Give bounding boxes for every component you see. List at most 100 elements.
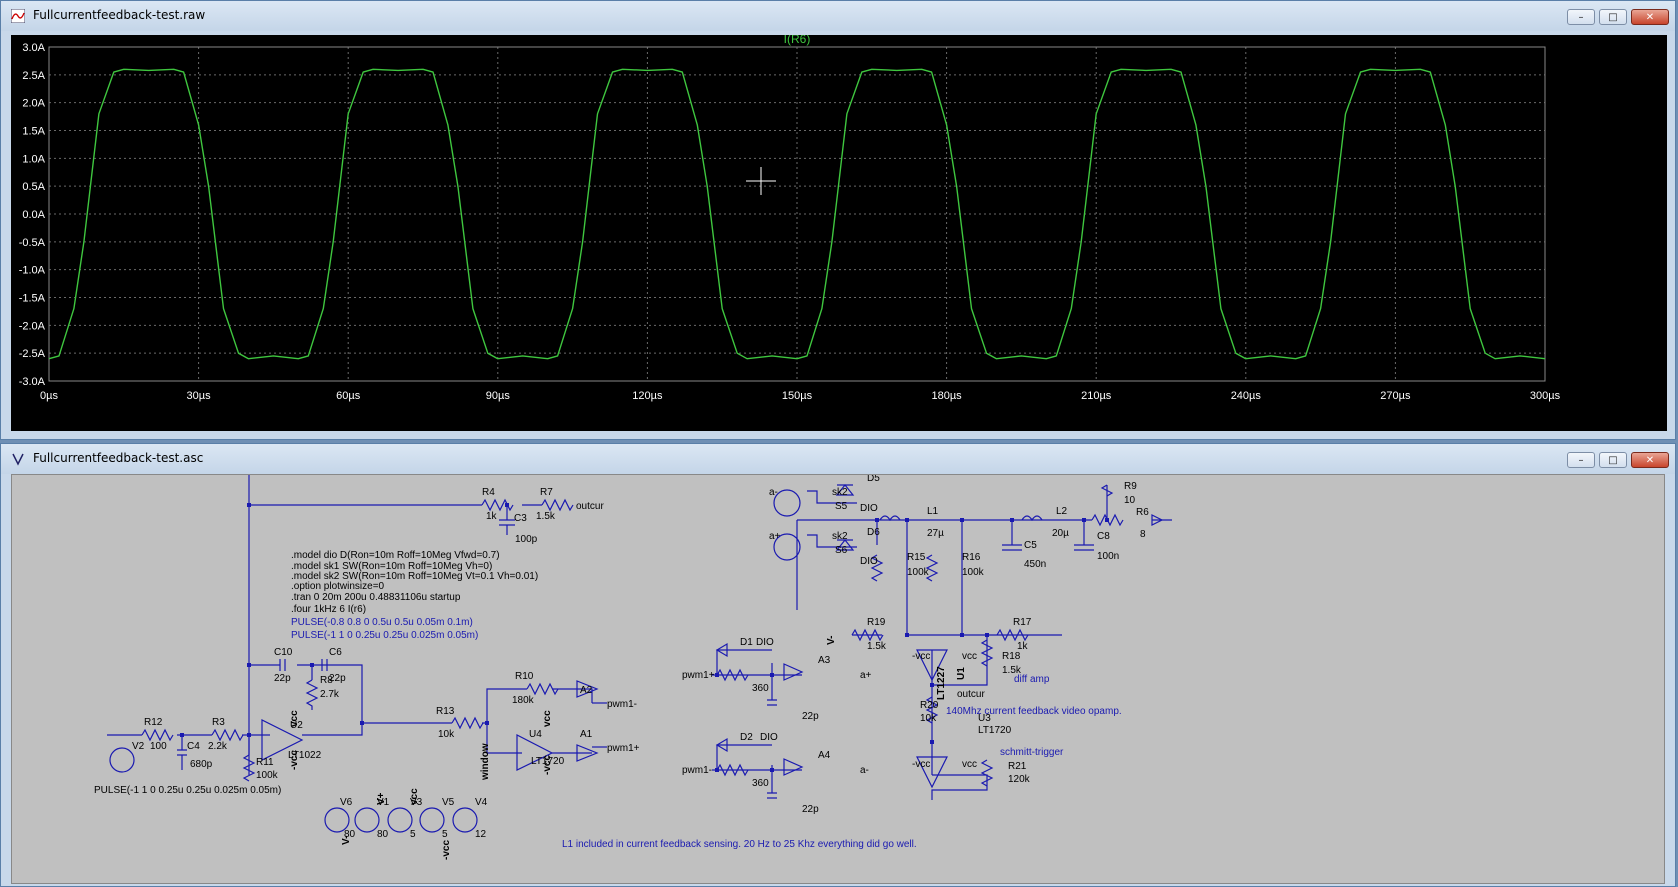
label-R8: R8 bbox=[320, 675, 333, 686]
schematic-labels: R4 1k R7 1.5k outcur C3 100p C10 22p C6 … bbox=[94, 473, 1149, 840]
label-R19: R19 bbox=[867, 617, 886, 628]
label-R10-value: 180k bbox=[512, 695, 535, 706]
label-U1-value: LT1227 bbox=[936, 666, 947, 700]
y-tick-label: 2.5A bbox=[22, 70, 45, 82]
net-flags: a- a+ pwm1+ pwm1- a+ a- bbox=[682, 487, 872, 776]
waveform-chart[interactable]: I(R6)3.0A2.5A2.0A1.5A1.0A0.5A0.0A-0.5A-1… bbox=[11, 32, 1667, 431]
schematic-window-title: Fullcurrentfeedback-test.asc bbox=[33, 451, 204, 465]
label-L1: L1 bbox=[927, 506, 939, 517]
directive-line: .model sk1 SW(Ron=10m Roff=10Meg Vh=0) bbox=[291, 561, 492, 572]
schematic-drawing[interactable]: R4 1k R7 1.5k outcur C3 100p C10 22p C6 … bbox=[12, 473, 1664, 883]
x-tick-label: 300µs bbox=[1530, 390, 1561, 402]
label-vcc-u1: vcc bbox=[962, 651, 977, 662]
label-R21-value: 120k bbox=[1008, 774, 1031, 785]
maximize-button[interactable]: □ bbox=[1599, 452, 1627, 468]
minimize-button[interactable]: – bbox=[1567, 452, 1595, 468]
trace-label: I(R6) bbox=[784, 35, 811, 46]
label-R20: R20 bbox=[920, 700, 939, 711]
x-tick-label: 180µs bbox=[931, 390, 962, 402]
label-outcur-2: outcur bbox=[957, 689, 985, 700]
junctions bbox=[180, 503, 1109, 772]
minimize-button[interactable]: – bbox=[1567, 9, 1595, 25]
label-R11-value: 100k bbox=[256, 770, 279, 781]
label-Vminus-2: V- bbox=[826, 636, 837, 645]
schematic-titlebar[interactable]: Fullcurrentfeedback-test.asc – □ ✕ bbox=[1, 444, 1675, 474]
pulse-text: PULSE(-0.8 0.8 0 0.5u 0.5u 0.05m 0.1m) bbox=[291, 617, 473, 628]
y-tick-label: -2.0A bbox=[19, 320, 46, 332]
comment-schmitt: schmitt-trigger bbox=[1000, 747, 1064, 758]
rotated-labels: vcc -vcc vcc -vcc window V- V+ vcc -vcc … bbox=[289, 636, 967, 860]
label-pwm1-minus: pwm1- bbox=[607, 699, 637, 710]
label-V5-value: 5 bbox=[442, 829, 448, 840]
close-button[interactable]: ✕ bbox=[1631, 9, 1669, 25]
x-tick-label: 120µs bbox=[632, 390, 663, 402]
x-tick-label: 150µs bbox=[782, 390, 813, 402]
label-sk2-b: sk2 bbox=[832, 531, 848, 542]
x-tick-label: 270µs bbox=[1380, 390, 1411, 402]
label-R18: R18 bbox=[1002, 651, 1021, 662]
x-tick-label: 240µs bbox=[1231, 390, 1262, 402]
label-U4-value: LT1720 bbox=[531, 756, 565, 767]
label-U4: U4 bbox=[529, 729, 542, 740]
plot-titlebar[interactable]: Fullcurrentfeedback-test.raw – □ ✕ bbox=[1, 1, 1675, 31]
label-V3-value: 5 bbox=[410, 829, 416, 840]
label-pwm1-plus: pwm1+ bbox=[607, 743, 640, 754]
label-D5: D5 bbox=[867, 475, 880, 484]
label-V4: V4 bbox=[475, 797, 488, 808]
comment-opamp: 140Mhz current feedback video opamp. bbox=[946, 706, 1122, 717]
y-tick-label: 3.0A bbox=[22, 42, 45, 54]
schematic-canvas[interactable]: R4 1k R7 1.5k outcur C3 100p C10 22p C6 … bbox=[11, 473, 1665, 884]
flag-aminus: a- bbox=[769, 487, 778, 498]
directive-line: .model sk2 SW(Ron=10m Roff=10Meg Vt=0.1 … bbox=[291, 571, 538, 582]
comment-note: L1 included in current feedback sensing.… bbox=[562, 839, 917, 850]
label-S6: S6 bbox=[835, 545, 848, 556]
schematic-window[interactable]: Fullcurrentfeedback-test.asc – □ ✕ bbox=[0, 443, 1676, 887]
label-D2: D2 bbox=[740, 732, 753, 743]
label-L2-value: 20µ bbox=[1052, 528, 1069, 539]
label-A4: A4 bbox=[818, 750, 831, 761]
plot-window[interactable]: Fullcurrentfeedback-test.raw – □ ✕ I(R6)… bbox=[0, 0, 1676, 440]
label-U2: U2 bbox=[290, 720, 303, 731]
label-A3: A3 bbox=[818, 655, 831, 666]
label-C4: C4 bbox=[187, 741, 200, 752]
flag-pwm1-minus: pwm1- bbox=[682, 765, 712, 776]
directive-line: .four 1kHz 6 I(r6) bbox=[291, 604, 366, 615]
label-R6: R6 bbox=[1136, 507, 1149, 518]
spice-directives[interactable]: .model dio D(Ron=10m Roff=10Meg Vfwd=0.7… bbox=[291, 550, 538, 615]
maximize-button[interactable]: □ bbox=[1599, 9, 1627, 25]
label-U1: U1 bbox=[956, 667, 967, 680]
label-D6: D6 bbox=[867, 527, 880, 538]
label-R4: R4 bbox=[482, 487, 495, 498]
label-window: window bbox=[480, 743, 491, 781]
label-R10: R10 bbox=[515, 671, 534, 682]
close-button[interactable]: ✕ bbox=[1631, 452, 1669, 468]
plot-window-title: Fullcurrentfeedback-test.raw bbox=[33, 8, 206, 22]
label-sk2-a: sk2 bbox=[832, 487, 848, 498]
y-tick-label: -1.0A bbox=[19, 265, 46, 277]
plot-frame bbox=[48, 46, 1546, 382]
y-tick-label: 2.0A bbox=[22, 98, 45, 110]
y-tick-label: -3.0A bbox=[19, 376, 46, 388]
directive-line: .option plotwinsize=0 bbox=[291, 581, 385, 592]
label-V2-pulse: PULSE(-1 1 0 0.25u 0.25u 0.025m 0.05m) bbox=[94, 785, 281, 796]
label-mvcc-v5: -vcc bbox=[441, 840, 452, 860]
label-DIO-b: DIO bbox=[860, 556, 878, 567]
label-V1: V1 bbox=[377, 797, 390, 808]
pulse-texts[interactable]: PULSE(-0.8 0.8 0 0.5u 0.5u 0.05m 0.1m) P… bbox=[291, 617, 1122, 850]
label-C3-value: 100p bbox=[515, 534, 538, 545]
label-R360-b: 360 bbox=[752, 778, 769, 789]
label-vcc-u2: vcc bbox=[289, 710, 300, 727]
label-R20-value: 10k bbox=[920, 713, 937, 724]
label-C10-value: 22p bbox=[274, 673, 291, 684]
label-outcur: outcur bbox=[576, 501, 604, 512]
label-R18-value: 1.5k bbox=[1002, 665, 1022, 676]
label-R13: R13 bbox=[436, 706, 455, 717]
components bbox=[109, 484, 1164, 833]
y-tick-label: 0.5A bbox=[22, 181, 45, 193]
label-R16-value: 100k bbox=[962, 567, 985, 578]
label-R7: R7 bbox=[540, 487, 553, 498]
label-L2: L2 bbox=[1056, 506, 1068, 517]
label-mvcc-u4: -vcc bbox=[542, 755, 553, 775]
label-R11: R11 bbox=[256, 757, 274, 768]
